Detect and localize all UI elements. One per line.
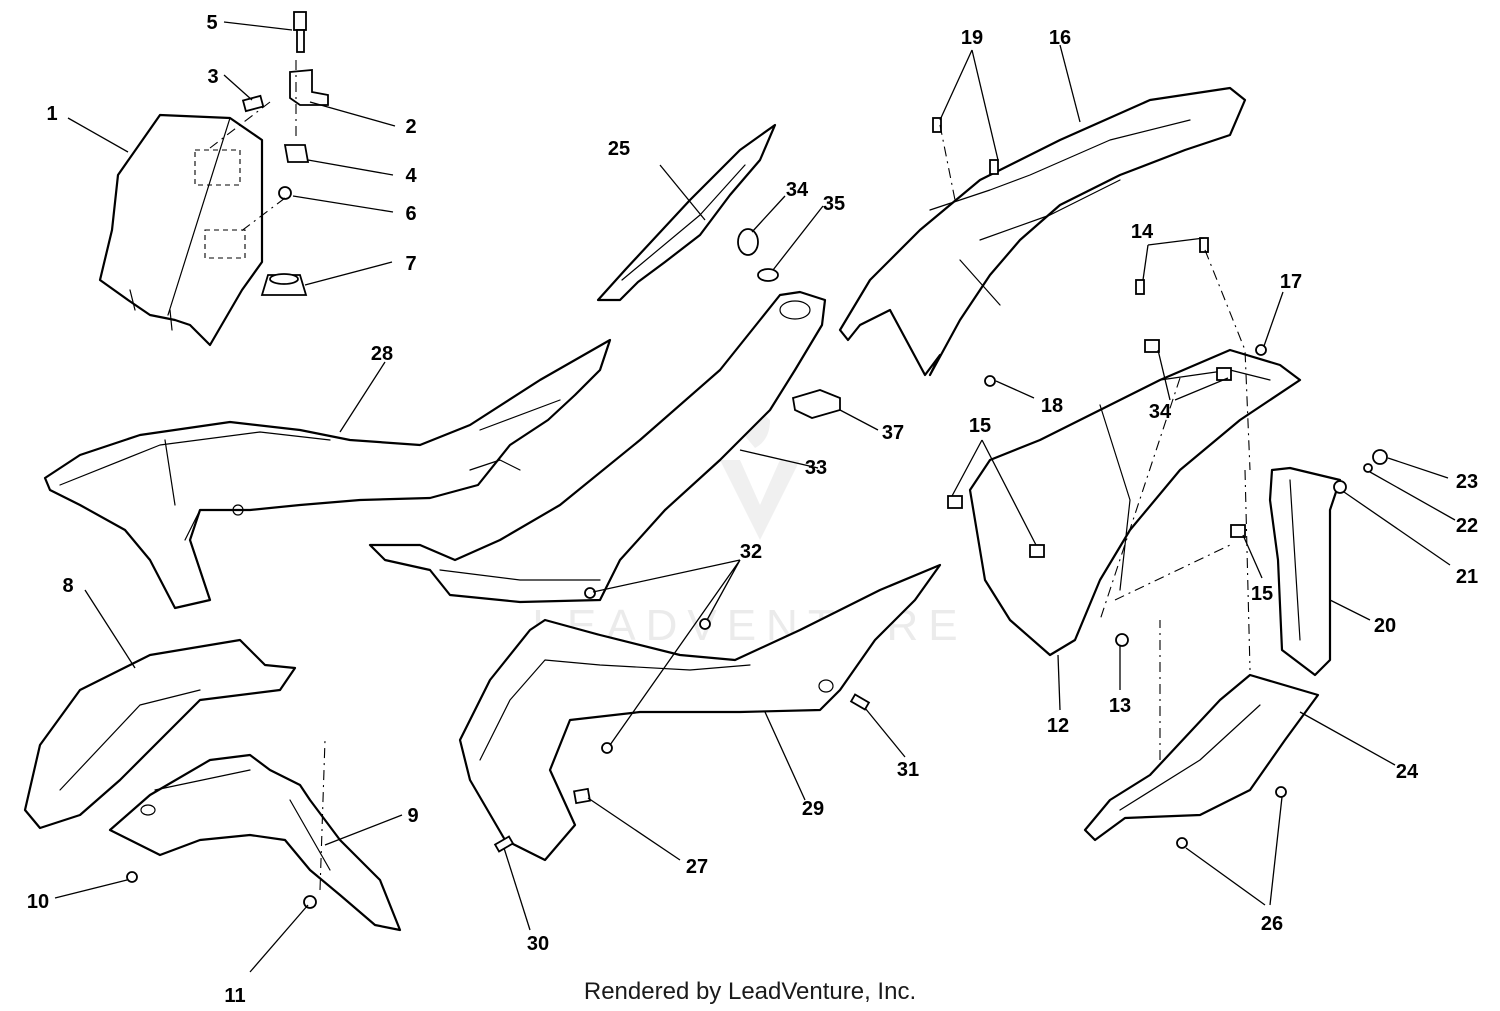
bolt-30 xyxy=(493,835,515,853)
screw-10 xyxy=(126,871,138,883)
callout-15a: 15 xyxy=(969,415,991,437)
callout-26: 26 xyxy=(1261,913,1283,935)
callout-27: 27 xyxy=(686,856,708,878)
callout-6: 6 xyxy=(405,203,416,225)
screw-32b xyxy=(699,618,711,630)
callout-21: 21 xyxy=(1456,566,1478,588)
part-rear-cowl xyxy=(838,86,1247,377)
callout-37: 37 xyxy=(882,422,904,444)
part-front-side-fairing xyxy=(43,338,612,610)
callout-9: 9 xyxy=(407,805,418,827)
part-windscreen xyxy=(98,113,264,347)
callout-12: 12 xyxy=(1047,715,1069,737)
callout-35: 35 xyxy=(823,193,845,215)
callout-3: 3 xyxy=(207,66,218,88)
screw-32c xyxy=(601,742,613,754)
bolt-14a xyxy=(1135,279,1145,295)
part-seat xyxy=(368,290,827,604)
assembly-lines xyxy=(209,60,1251,891)
callout-23: 23 xyxy=(1456,471,1478,493)
callout-25: 25 xyxy=(608,138,630,160)
callout-4: 4 xyxy=(405,165,417,187)
footer-credit: Rendered by LeadVenture, Inc. xyxy=(583,978,917,1005)
callout-24: 24 xyxy=(1396,761,1419,783)
nut-36a xyxy=(1144,339,1160,353)
bolt-13 xyxy=(1115,633,1129,647)
callout-1: 1 xyxy=(46,103,57,125)
callout-30: 30 xyxy=(527,933,549,955)
callout-13: 13 xyxy=(1109,695,1131,717)
bolt-14b xyxy=(1199,237,1209,253)
part-license-bracket xyxy=(1268,466,1342,677)
callout-34: 34 xyxy=(786,179,809,201)
part-rear-side-cover xyxy=(1083,673,1320,842)
part-rear-inner-fender xyxy=(947,348,1302,657)
callout-17: 17 xyxy=(1280,271,1302,293)
callout-22: 22 xyxy=(1456,515,1478,537)
screw-17 xyxy=(1255,344,1267,356)
callout-15b: 15 xyxy=(1251,583,1273,605)
callout-29: 29 xyxy=(802,798,824,820)
screw-26b xyxy=(1275,786,1287,798)
callout-2: 2 xyxy=(405,116,416,138)
callout-11: 11 xyxy=(224,985,245,1007)
callout-10: 10 xyxy=(27,891,49,913)
callout-32: 32 xyxy=(740,541,762,563)
screw-26a xyxy=(1176,837,1188,849)
bolt-19a xyxy=(932,117,942,133)
callout-labels: 1 2 3 4 5 6 7 8 9 10 11 12 13 14 15 15 3… xyxy=(27,12,1478,1007)
callout-18: 18 xyxy=(1041,395,1063,417)
callout-16: 16 xyxy=(1049,27,1071,49)
callout-20: 20 xyxy=(1374,615,1396,637)
screw-11 xyxy=(303,895,317,909)
callout-14: 14 xyxy=(1131,221,1154,243)
callout-8: 8 xyxy=(62,575,73,597)
callout-33: 33 xyxy=(805,457,827,479)
part-upper-trim xyxy=(596,123,777,302)
part-front-fender xyxy=(23,638,297,830)
leader-lines xyxy=(54,21,1456,973)
part-fender-bracket xyxy=(108,753,402,932)
screw-32a xyxy=(584,587,596,599)
callout-31: 31 xyxy=(897,759,919,781)
callout-28: 28 xyxy=(371,343,393,365)
bolt-19b xyxy=(989,159,999,175)
nut-36b xyxy=(1216,367,1232,381)
callout-5: 5 xyxy=(206,12,217,34)
callout-36: 34 xyxy=(1149,401,1172,423)
bolt-23 xyxy=(1372,449,1388,465)
callout-7: 7 xyxy=(405,253,416,275)
part-lower-side-panel xyxy=(458,563,942,862)
callout-19: 19 xyxy=(961,27,983,49)
washer-21 xyxy=(1333,480,1347,494)
windscreen-hardware xyxy=(241,11,329,296)
bolt-31 xyxy=(849,693,871,711)
nut-15b xyxy=(1230,524,1246,538)
washer-22 xyxy=(1363,463,1373,473)
